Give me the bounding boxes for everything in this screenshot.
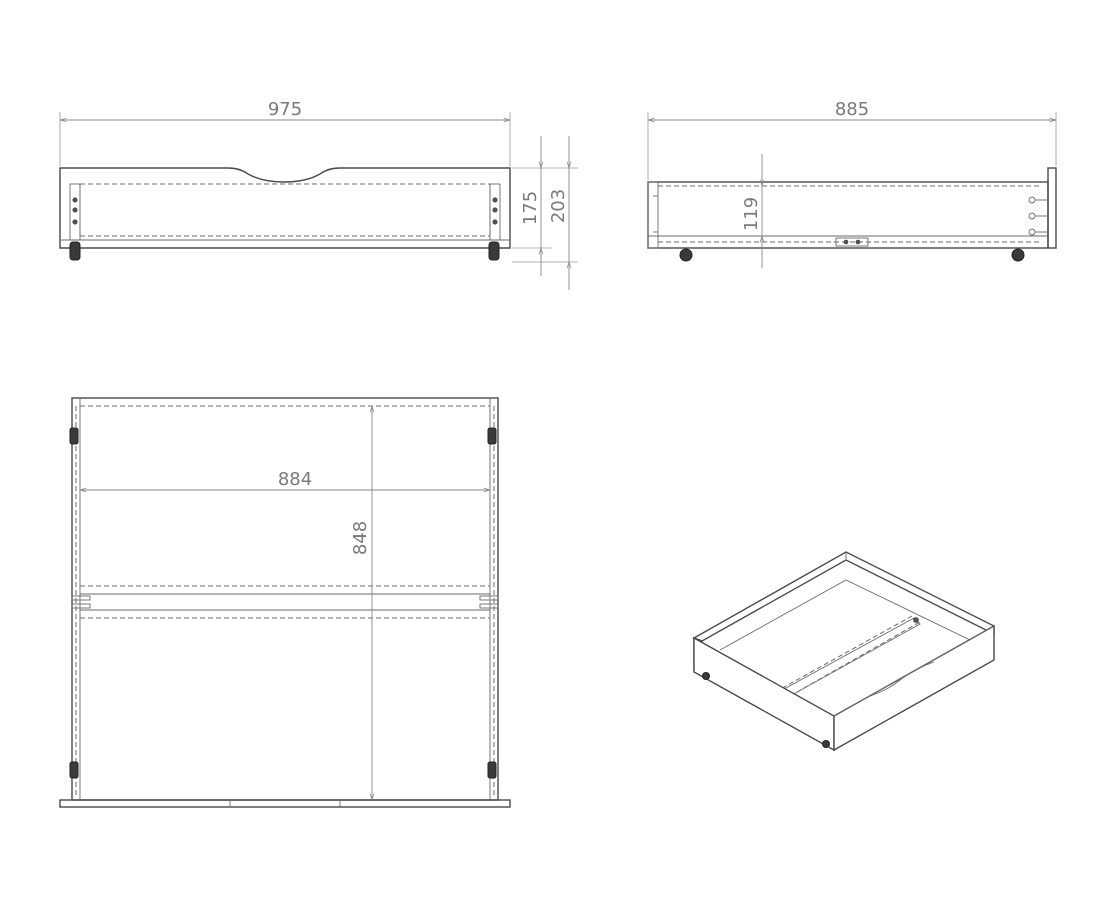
wheel-icon [702,672,710,680]
wheel-icon [488,241,500,261]
front-view: 975 175 203 [59,99,578,290]
total-height-dimension-label: 203 [548,189,569,223]
width-dimension-label: 975 [268,99,302,120]
top-view: 884 848 [59,397,511,808]
top-front-plate [59,799,511,808]
isometric-view [692,551,995,752]
front-hidden-box [79,183,491,241]
top-frame-outline [71,397,499,801]
wheel-icon [822,740,830,748]
inner-depth-dimension-label: 848 [350,521,371,555]
wheel-icon [1011,248,1025,262]
depth-dimension-label: 885 [835,99,869,120]
wheel-icon [679,248,693,262]
inner-height-dimension-label: 175 [520,191,541,225]
wheel-icon [69,241,81,261]
front-panel-outline [59,167,511,249]
front-plate [1047,167,1057,249]
iso-side-face [693,636,835,752]
side-inner-height-label: 119 [741,197,762,231]
iso-front-face [833,624,995,752]
side-view: 885 119 [647,99,1057,268]
inner-width-dimension-label: 884 [278,469,312,490]
